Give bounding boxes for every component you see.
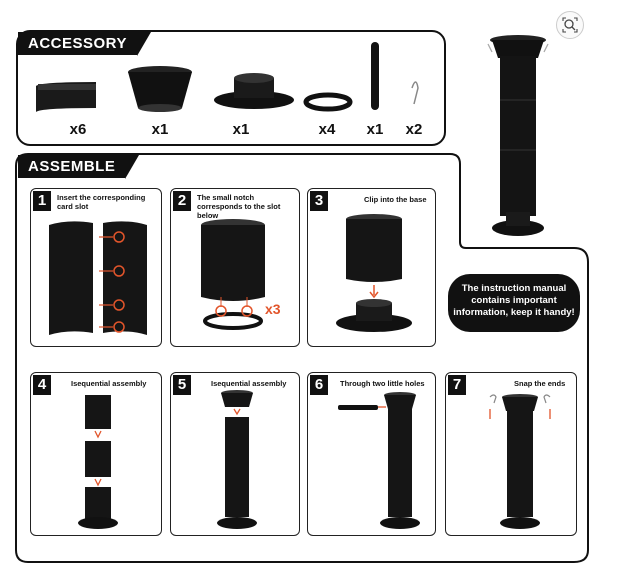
step-4: 4 Isequential assembly: [30, 372, 162, 536]
step-4-illustration: [78, 395, 118, 529]
manual-note: The instruction manual contains importan…: [448, 274, 580, 332]
step-5-illustration: [217, 390, 257, 529]
step-3-illustration: [336, 214, 412, 332]
step-7-illustration: [489, 394, 551, 529]
qty-ring: x4: [318, 121, 336, 138]
qty-rod: x1: [366, 121, 384, 138]
accessory-illustrations: [36, 42, 419, 112]
step-number: 2: [173, 191, 191, 211]
assemble-title: ASSEMBLE: [18, 155, 140, 179]
step-2-multiplier: x3: [265, 301, 281, 317]
step-caption: Through two little holes: [340, 379, 425, 388]
step-caption: Snap the ends: [514, 379, 566, 388]
accessory-title: ACCESSORY: [18, 32, 151, 56]
step-number: 1: [33, 191, 51, 211]
step-1: 1 Insert the corresponding card slot: [30, 188, 162, 347]
step-caption: The small notch corresponds to the slot …: [197, 193, 281, 220]
step-5: 5 Isequential assembly: [170, 372, 300, 536]
qty-pin: x2: [405, 121, 423, 138]
step-6: 6 Through two little holes: [307, 372, 436, 536]
step-7: 7 Snap the ends: [445, 372, 577, 536]
step-2-illustration: [201, 219, 265, 330]
qty-card-slot: x6: [69, 121, 87, 138]
qty-funnel: x1: [151, 121, 169, 138]
step-caption: Clip into the base: [364, 195, 427, 204]
qty-base: x1: [232, 121, 250, 138]
step-number: 5: [173, 375, 191, 395]
step-caption: Insert the corresponding card slot: [57, 193, 146, 211]
step-6-illustration: [338, 392, 420, 529]
assembled-product-illustration: [487, 35, 549, 236]
step-2: 2 The small notch corresponds to the slo…: [170, 188, 300, 347]
visual-search-icon[interactable]: [556, 11, 584, 39]
step-number: 6: [310, 375, 328, 395]
step-caption: Isequential assembly: [211, 379, 287, 388]
step-caption: Isequential assembly: [71, 379, 147, 388]
step-number: 7: [448, 375, 466, 395]
step-1-illustration: [49, 221, 147, 335]
step-3: 3 Clip into the base: [307, 188, 436, 347]
step-number: 3: [310, 191, 328, 211]
assemble-panel: [15, 153, 589, 563]
step-number: 4: [33, 375, 51, 395]
